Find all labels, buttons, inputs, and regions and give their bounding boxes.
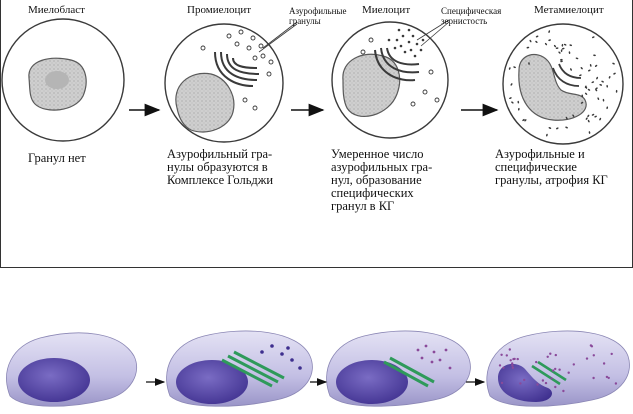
- myelocyte-cell: [331, 19, 450, 139]
- myeloblast-cell: [1, 18, 125, 142]
- specific-granules: [387, 28, 425, 58]
- golgi3d: [383, 356, 435, 388]
- stage-caption-myeloblast: Гранул нет: [28, 151, 86, 165]
- line-drawings: [1, 18, 624, 145]
- stage-title-myeloblast: Миелобласт: [28, 4, 85, 16]
- golgi3d: [221, 350, 285, 388]
- promyelocyte-cell: [164, 21, 298, 143]
- golgi-complex: [214, 51, 260, 87]
- stage-title-metamyelocyte: Метамиелоцит: [534, 4, 604, 16]
- granules3d: [260, 344, 302, 370]
- cell3d-metamyelocyte: [486, 330, 630, 407]
- golgi-remnant: [552, 63, 582, 87]
- top-diagram-panel: Миелобласт Промиелоцит Миелоцит Метамиел…: [0, 0, 633, 268]
- stage-caption-myelocyte: Умеренное число азурофильных гра- нул, о…: [331, 147, 433, 213]
- annotation-azurophilic-granules: Азурофильные гранулы: [289, 6, 347, 26]
- annotation-specific-granules: Специфическая зернистость: [441, 6, 502, 26]
- azurophilic-granules: [200, 29, 274, 111]
- stage-title-myelocyte: Миелоцит: [362, 4, 411, 16]
- golgi3d: [531, 360, 567, 386]
- stage-caption-metamyelocyte: Азурофильные и специфические гранулы, ат…: [495, 147, 608, 187]
- golgi-complex: [374, 47, 420, 82]
- stage-caption-promyelocyte: Азурофильный гра- нулы образуются в Комп…: [167, 147, 274, 187]
- granules: [508, 30, 618, 137]
- cell3d-myeloblast: [6, 332, 138, 407]
- granules3d: [416, 344, 452, 370]
- cell3d-myelocyte: [326, 330, 471, 407]
- cell3d-promyelocyte: [166, 330, 313, 407]
- azurophilic-granules: [360, 37, 440, 107]
- stage-title-promyelocyte: Промиелоцит: [187, 4, 252, 16]
- granules3d: [498, 344, 618, 393]
- metamyelocyte-cell: [502, 23, 624, 145]
